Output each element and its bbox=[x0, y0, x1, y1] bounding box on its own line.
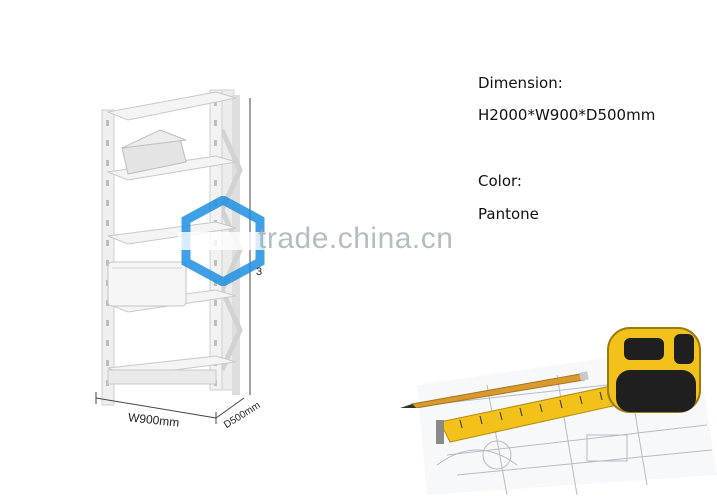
pencil-image bbox=[400, 371, 589, 408]
color-value: Pantone bbox=[478, 205, 539, 223]
color-label: Color: bbox=[478, 172, 522, 190]
watermark-logo-icon bbox=[178, 196, 268, 286]
watermark-text: trade.china.cn bbox=[258, 222, 454, 255]
dimension-value: H2000*W900*D500mm bbox=[478, 106, 656, 124]
height-dimension-label: 3 bbox=[256, 266, 263, 278]
tape-measure-image bbox=[436, 327, 701, 444]
dimension-label: Dimension: bbox=[478, 74, 563, 92]
